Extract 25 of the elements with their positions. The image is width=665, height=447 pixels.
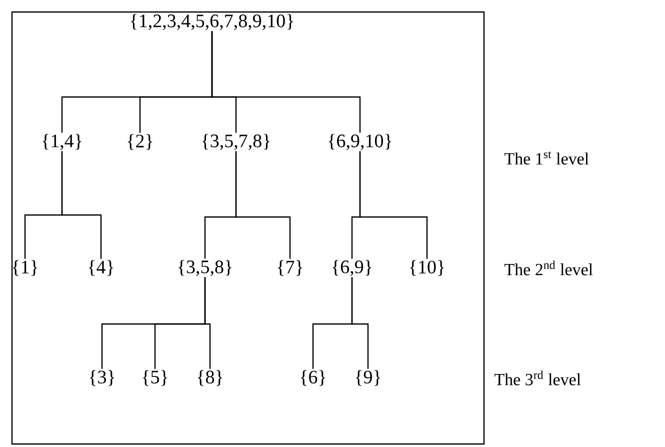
tree-connector: [359, 151, 428, 259]
tree-connector: [351, 277, 369, 369]
set-label: {3}: [90, 370, 114, 386]
level-label: The 2$^{nd}$ level: [504, 260, 593, 276]
set-label: {7}: [278, 260, 302, 276]
set-label: {1}: [12, 260, 38, 276]
set-label: {6,9}: [332, 260, 372, 276]
tree-connector: [211, 31, 361, 133]
set-label: {3,5,7,8}: [202, 134, 270, 150]
set-label: {5}: [142, 370, 168, 386]
set-label: {8}: [198, 370, 222, 386]
set-label: {4}: [88, 260, 114, 276]
level-label: The 1$^{st}$ level: [504, 151, 589, 165]
set-label: {10}: [410, 260, 444, 276]
set-label: {2}: [128, 134, 152, 150]
set-label: {6}: [300, 370, 326, 386]
set-label: {1,4}: [42, 134, 82, 150]
tree-connector: [235, 151, 291, 259]
set-label: {3,5,8}: [178, 260, 232, 276]
tree-connector: [61, 151, 102, 259]
set-label: {6,9,10}: [328, 134, 392, 150]
set-label: {1,2,3,4,5,6,7,8,9,10}: [130, 14, 294, 30]
set-label: {9}: [356, 370, 380, 386]
level-label: The 3$^{rd}$ level: [494, 370, 581, 386]
tree-connector: [204, 277, 211, 369]
